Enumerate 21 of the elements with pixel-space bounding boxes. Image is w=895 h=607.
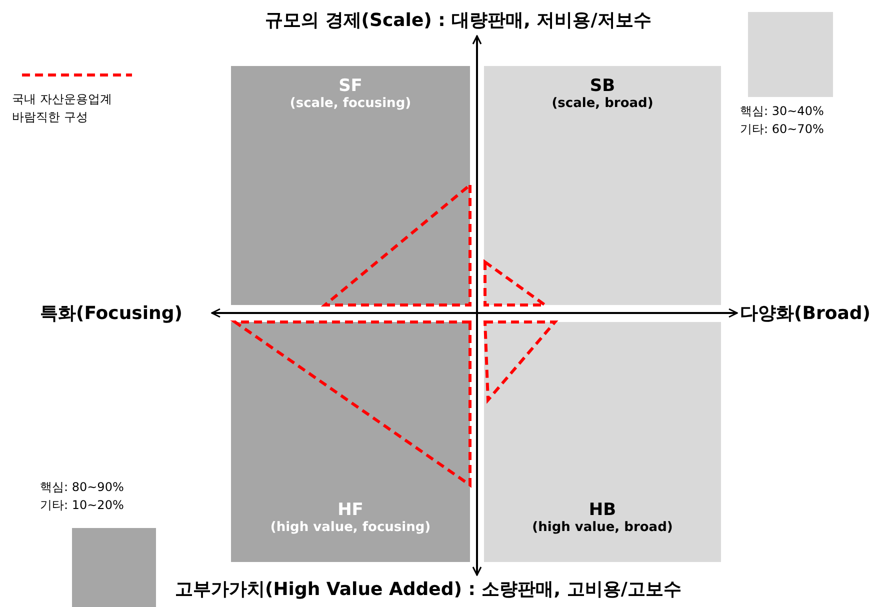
axis-label: 특화(Focusing): [40, 301, 182, 325]
quadrant-subtitle: (high value, focusing): [270, 520, 431, 535]
quadrant-code: SF: [338, 76, 362, 96]
axis-label: 규모의 경제(Scale) : 대량판매, 저비용/저보수: [265, 8, 652, 32]
legend-text: 핵심: 30~40% 기타: 60~70%: [740, 103, 825, 138]
quadrant-box: [484, 66, 721, 305]
quadrant-box: [231, 322, 470, 562]
quadrant-subtitle: (scale, broad): [552, 96, 654, 111]
quadrant-subtitle: (scale, focusing): [290, 96, 412, 111]
quadrant-code: HF: [338, 500, 364, 520]
quadrant-subtitle: (high value, broad): [532, 520, 673, 535]
legend-text: 핵심: 80~90% 기타: 10~20%: [40, 479, 125, 514]
double-arrow: [472, 35, 482, 576]
double-arrow: [211, 308, 738, 318]
quadrant-code: HB: [588, 500, 616, 520]
legend-text: 국내 자산운용업계 바람직한 구성: [12, 91, 113, 126]
quadrant-box: [484, 322, 721, 562]
quadrant-code: SB: [590, 76, 616, 96]
axis-label: 다양화(Broad): [740, 301, 870, 325]
quadrant-box: [231, 66, 470, 305]
axis-label: 고부가가치(High Value Added) : 소량판매, 고비용/고보수: [175, 577, 682, 601]
